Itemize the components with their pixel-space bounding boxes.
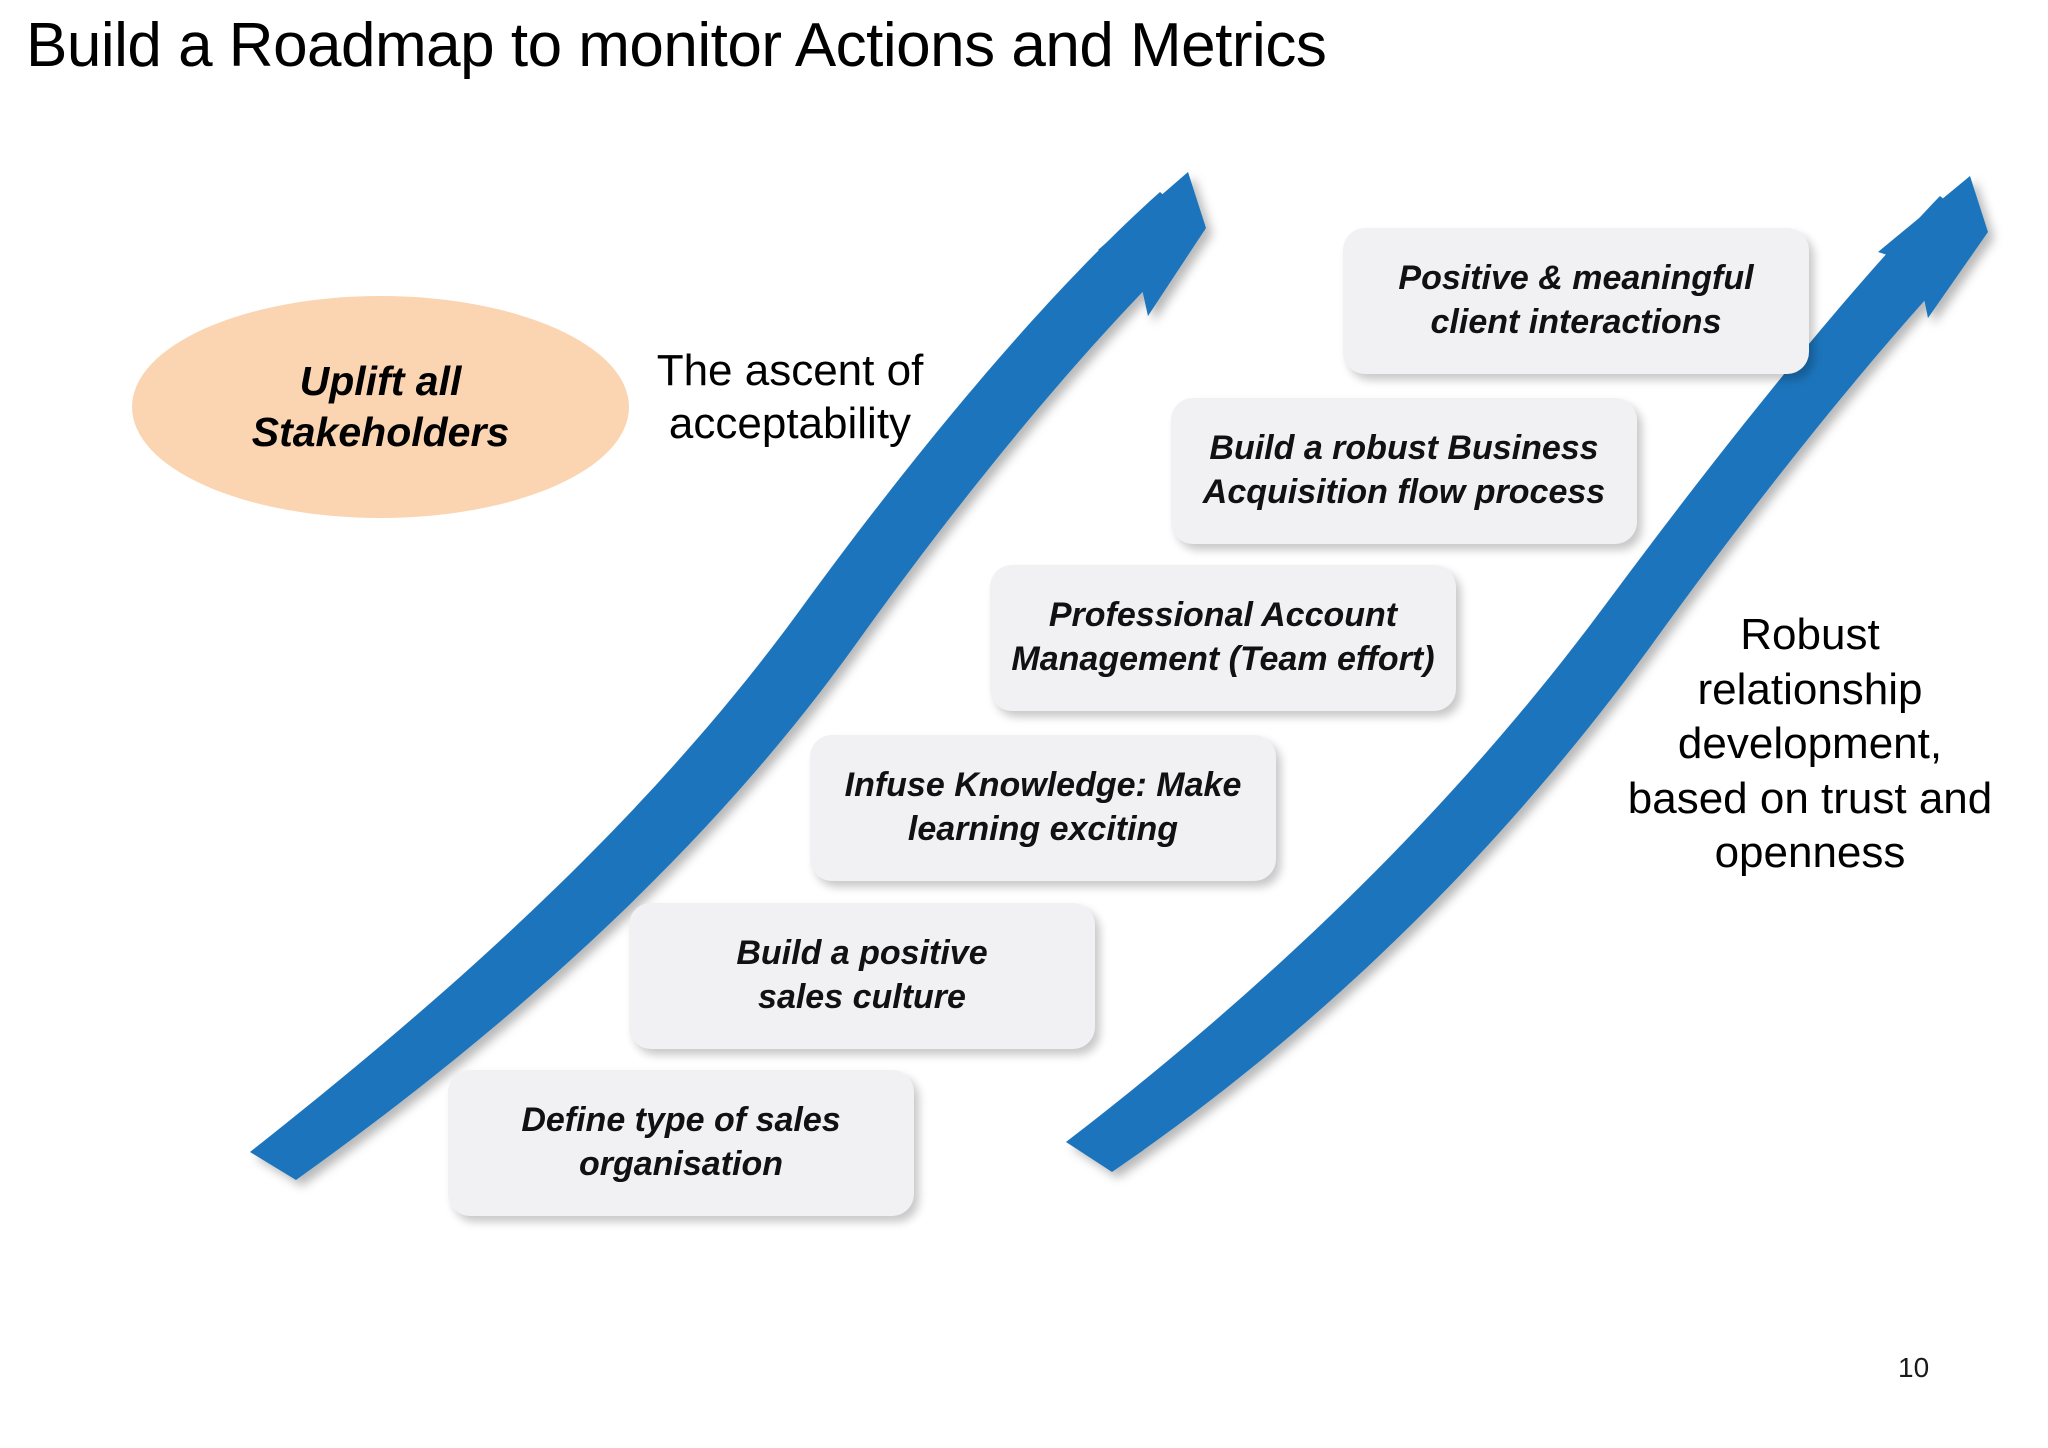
step-box-text: Positive & meaningful client interaction… — [1398, 257, 1753, 344]
robust-line-4: based on trust and — [1627, 773, 1993, 823]
robust-line-1: Robust — [1740, 610, 1880, 659]
step-box-positive-client-interactions[interactable]: Positive & meaningful client interaction… — [1343, 228, 1809, 374]
step-box-text: Professional Account Management (Team ef… — [1011, 594, 1434, 681]
slide-page-number: 10 — [1898, 1352, 1930, 1383]
robust-line-2: relationship — [1697, 664, 1923, 714]
uplift-ellipse-text: Uplift all Stakeholders — [252, 356, 510, 459]
step-box-professional-account-management[interactable]: Professional Account Management (Team ef… — [990, 565, 1456, 711]
step-line-2: Management (Team effort) — [1011, 640, 1435, 678]
step-line-2: organisation — [578, 1145, 784, 1183]
step-line-1: Define type of sales — [521, 1101, 841, 1140]
step-line-1: Professional Account — [1048, 596, 1398, 635]
robust-line-5: openness — [1714, 828, 1906, 878]
step-line-2: learning exciting — [907, 810, 1179, 848]
step-box-define-sales-organisation[interactable]: Define type of sales organisation — [448, 1070, 914, 1216]
step-line-2: client interactions — [1430, 303, 1722, 341]
step-box-text: Build a positive sales culture — [736, 932, 987, 1019]
ascent-caption: The ascent of acceptability — [640, 345, 940, 451]
step-box-infuse-knowledge[interactable]: Infuse Knowledge: Make learning exciting — [810, 735, 1276, 881]
ascent-arrow-right-icon — [1066, 176, 1988, 1172]
uplift-stakeholders-ellipse: Uplift all Stakeholders — [132, 296, 629, 518]
robust-relationship-caption: Robust relationship development, based o… — [1600, 608, 2020, 881]
step-box-text: Define type of sales organisation — [521, 1099, 840, 1186]
step-line-2: Acquisition flow process — [1202, 473, 1606, 511]
page-title: Build a Roadmap to monitor Actions and M… — [26, 11, 1327, 80]
step-box-text: Build a robust Business Acquisition flow… — [1203, 427, 1605, 514]
robust-line-3: development, — [1677, 719, 1943, 769]
step-box-build-positive-sales-culture[interactable]: Build a positive sales culture — [629, 903, 1095, 1049]
step-line-1: Positive & meaningful — [1398, 259, 1754, 298]
step-box-text: Infuse Knowledge: Make learning exciting — [845, 764, 1242, 851]
ascent-line-2: acceptability — [668, 398, 912, 448]
step-box-business-acquisition-flow[interactable]: Build a robust Business Acquisition flow… — [1171, 398, 1637, 544]
step-line-2: sales culture — [758, 978, 966, 1016]
step-line-1: Build a robust Business — [1209, 429, 1599, 468]
uplift-line-2: Stakeholders — [251, 409, 510, 455]
step-line-1: Infuse Knowledge: Make — [844, 766, 1242, 805]
uplift-line-1: Uplift all — [299, 357, 462, 404]
ascent-arrow-left-icon — [250, 172, 1206, 1180]
ascent-line-1: The ascent of — [656, 346, 924, 395]
step-line-1: Build a positive — [736, 934, 988, 973]
